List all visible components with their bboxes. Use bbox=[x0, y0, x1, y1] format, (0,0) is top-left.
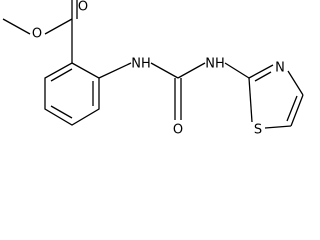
benzene-inner-bond-1 bbox=[50, 68, 73, 82]
atom-o-urea: O bbox=[173, 123, 183, 138]
thiazole-c2-n bbox=[248, 64, 274, 79]
atom-labels: O O NH NH O N S bbox=[32, 0, 285, 138]
atom-nh-left: NH bbox=[131, 57, 151, 72]
atom-o-methoxy: O bbox=[32, 27, 42, 42]
thiazole-n-c4 bbox=[287, 70, 304, 96]
bond-nh-right-thiazole bbox=[224, 62, 250, 79]
benzene-outline bbox=[44, 62, 100, 126]
thiazole-ring bbox=[248, 64, 304, 129]
benzene-inner-bond-3 bbox=[50, 105, 73, 119]
atom-n-thiazole: N bbox=[275, 61, 285, 76]
bond-methyl-o bbox=[2, 18, 31, 35]
bond-carbonyl-nh-right bbox=[177, 62, 206, 79]
urea-linker bbox=[98, 62, 250, 120]
thiazole-c4-c5 bbox=[290, 94, 304, 127]
thiazole-c4-c5-double bbox=[286, 95, 298, 122]
thiazole-c2-n-double bbox=[254, 71, 272, 82]
methyl-ester-group bbox=[2, 0, 78, 63]
thiazole-s-c2 bbox=[248, 77, 253, 123]
bond-nh-left-carbonyl bbox=[150, 62, 179, 79]
thiazole-c5-s bbox=[264, 125, 292, 129]
bond-o-carbonyl bbox=[44, 18, 73, 35]
chemical-structure-diagram: O O NH NH O N S bbox=[2, 0, 304, 138]
benzene-ring bbox=[44, 62, 100, 126]
atom-s-thiazole: S bbox=[254, 123, 262, 138]
atom-o-carbonyl-ester: O bbox=[78, 0, 88, 15]
bond-ring-nh-left bbox=[98, 62, 132, 79]
atom-nh-right: NH bbox=[205, 57, 225, 72]
